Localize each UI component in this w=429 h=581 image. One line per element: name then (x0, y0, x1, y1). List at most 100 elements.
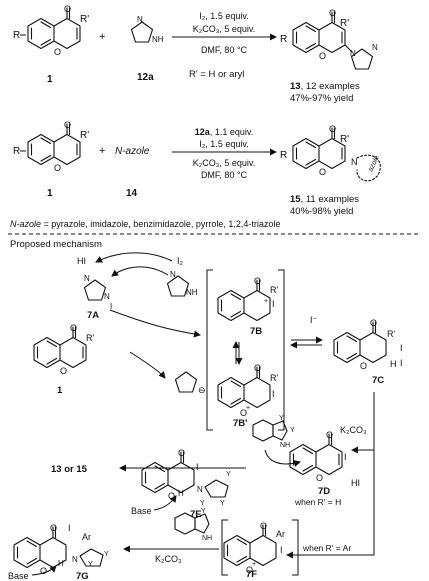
atom-O: O (70, 323, 77, 333)
bracket-left-7F (221, 519, 228, 576)
atom-O: O (240, 408, 247, 418)
compound-label-7C: 7C (372, 375, 384, 386)
hi-label: HI (77, 256, 86, 266)
bracket-left (206, 269, 213, 431)
atom-NH: NH (152, 35, 164, 44)
cation-charge: + (246, 405, 250, 412)
atom-O: O (54, 163, 61, 173)
mech-arrow (129, 351, 166, 379)
attack-arrow (264, 449, 301, 467)
atom-I: I (272, 299, 275, 309)
atom-O: O (319, 167, 326, 177)
reagent-line: K₂CO₃, 5 equiv. (193, 158, 256, 168)
compound-label-1: 1 (47, 74, 53, 85)
substituent-R: R (13, 146, 20, 157)
triazole-12a (130, 21, 154, 43)
atom-I: I (68, 523, 71, 533)
product-summary: 15, 11 examples (290, 194, 359, 205)
substituent-Rp: R' (340, 18, 349, 29)
atom-I: I (280, 545, 283, 555)
conditions-line: DMF, 80 °C (201, 45, 248, 55)
atom-O: O (316, 473, 323, 483)
atom-O: O (254, 363, 261, 373)
mech-arrow (109, 309, 201, 338)
plus-sign: + (99, 145, 105, 157)
atom-Ar: Ar (276, 529, 285, 539)
atom-I: I (400, 343, 403, 353)
atom-N: N (84, 274, 90, 283)
atom-O: O (40, 566, 47, 576)
cycle-arrow (95, 252, 173, 263)
substituent-Rp: R' (387, 329, 395, 339)
conditions-line: DMF, 80 °C (201, 170, 248, 180)
atom-O: O (50, 523, 57, 533)
azole-reagent: N-azole (115, 146, 150, 157)
chromone-1 (27, 7, 81, 50)
intermediate-7C (333, 321, 387, 364)
atom-H: H (390, 359, 397, 369)
atom-O: O (360, 361, 367, 371)
k2co3-label: K₂CO₃ (155, 554, 182, 564)
atom-O: O (319, 51, 326, 61)
reagent-line: K₂CO₃, 5 equiv. (193, 24, 256, 34)
compound-label-7A: 7A (87, 310, 99, 321)
base-label: Base (8, 571, 29, 581)
reagent-line: I₂, 1.5 equiv. (199, 11, 248, 21)
atom-N: N (72, 555, 78, 564)
reagent-line: 12a, 1.1 equiv. (195, 127, 253, 137)
atom-I: I (110, 302, 112, 311)
atom-N: N (104, 292, 110, 301)
atom-H: H (58, 559, 64, 568)
atom-Y: Y (290, 427, 295, 434)
cation-charge: + (264, 298, 268, 305)
atom-NH: NH (280, 442, 290, 449)
atom-N: N (170, 270, 176, 279)
atom-O: O (64, 4, 71, 14)
scheme-1: O O R' R 1 + N NH 12a I₂, 1.5 equiv. K₂C… (13, 4, 378, 104)
final-products: 13 or 15 (51, 464, 88, 475)
substituent-Rp: R' (86, 333, 94, 343)
path-arrow-Ar (286, 392, 375, 559)
substituent-Rp: R' (80, 14, 89, 25)
r-definition: R' = H or aryl (189, 69, 244, 80)
atom-H: H (178, 489, 184, 498)
condition-when-Ar: when R' = Ar (302, 543, 351, 553)
azole-NH-upper (252, 419, 288, 442)
atom-NH: NH (202, 535, 212, 542)
atom-NH: NH (186, 288, 198, 297)
atom-O: O (60, 366, 67, 376)
compound-label-7D: 7D (318, 486, 330, 497)
plus-sign: + (99, 31, 105, 43)
azole-ring-7E (204, 479, 229, 498)
base-arrow (153, 495, 177, 511)
atom-N: N (350, 49, 356, 58)
hi-label: HI (351, 478, 360, 488)
atom-O: O (326, 430, 333, 440)
compound-label-14: 14 (126, 188, 138, 199)
atom-N: N (351, 157, 358, 167)
atom-O: O (260, 521, 267, 531)
atom-I: I (272, 389, 275, 399)
atom-O: O (178, 448, 185, 458)
atom-N: N (372, 43, 378, 52)
atom-I: I (400, 358, 403, 368)
examples-note: , 12 examples (301, 81, 360, 92)
compound-label-1: 1 (57, 385, 63, 396)
atom-Y: Y (220, 500, 225, 507)
atom-O: O (329, 8, 336, 18)
substituent-Rp: R' (340, 134, 349, 145)
condition-when-H: when R' = H (294, 497, 341, 507)
scheme-2: O O R' R 1 + N-azole 14 12a, 1.1 equiv. … (10, 120, 381, 229)
triazolide-anion (174, 371, 198, 393)
cation-charge: + (252, 561, 256, 568)
azole-definition: N-azole = pyrazole, imidazole, benzimida… (10, 219, 280, 229)
compound-label-12a: 12a (137, 72, 154, 83)
intermediate-7E (141, 451, 195, 494)
atom-Y: Y (88, 561, 93, 568)
i2-label: I₂ (177, 256, 184, 266)
reagent-line: I₂, 1.5 equiv. (199, 139, 248, 149)
atom-I: I (344, 452, 347, 462)
intermediate-7Bprime (217, 366, 271, 409)
compound-7A (83, 279, 107, 301)
atom-Y: Y (201, 508, 206, 515)
